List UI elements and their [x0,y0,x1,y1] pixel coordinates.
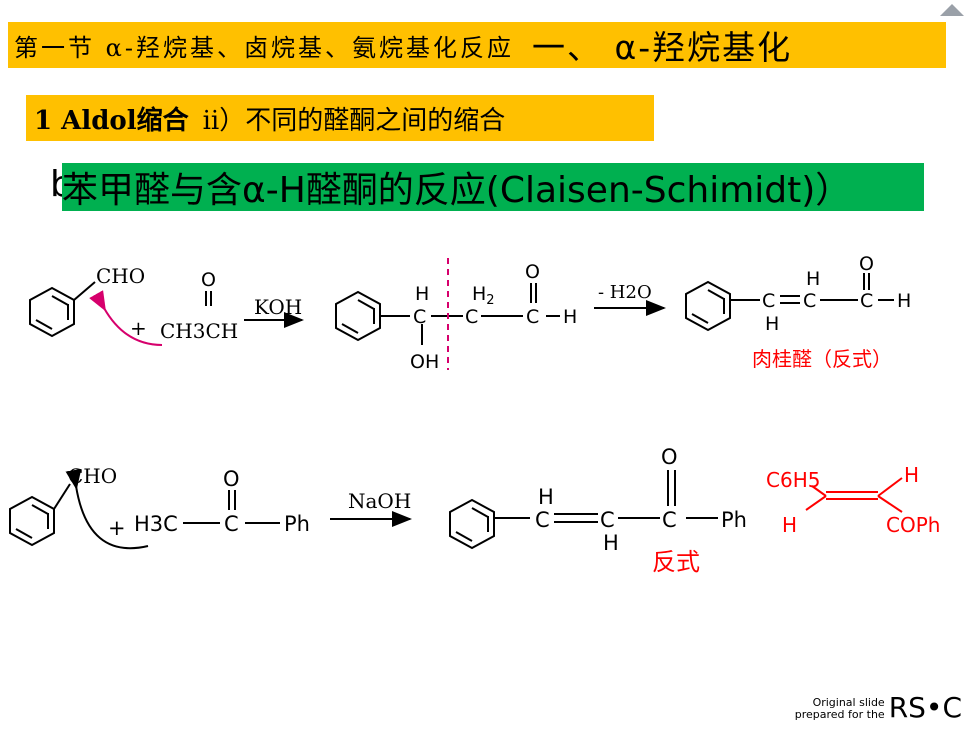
r2-prod-c1: C [535,508,550,532]
benzene-ring-1 [29,281,96,338]
r1-cho-label: CHO [96,264,145,288]
iso-c6h5: C6H5 [766,468,820,492]
r2-oxygen: O [223,467,240,491]
r1-mid-h: H [415,283,429,305]
r1-mid-ch2: H2 [472,283,495,308]
r1-catalyst: KOH [254,295,302,319]
subtitle-aldol: 1 Aldol缩合 [34,105,189,136]
r1-prod-c2: C [803,290,816,312]
title-band: 第一节 α-羟烷基、卤烷基、氨烷基化反应 一、 α-羟烷基化 [8,22,946,68]
r1-plus: + [130,316,147,340]
page-title: 第一节 α-羟烷基、卤烷基、氨烷基化反应 [14,33,514,62]
footer-line1: Original slide [812,696,885,709]
r2-phenyl: Ph [284,512,310,536]
r2-prod-c2: C [600,508,615,532]
r1-mid-c1: C [413,306,426,328]
r2-prod-c3: C [662,508,677,532]
r2-prod-o: O [661,445,678,469]
r1-prod-h-right: H [897,290,911,312]
r2-carbonyl-c: C [224,512,239,536]
footer-credit: Original slide prepared for the RS•C [794,691,962,724]
section-heading: 苯甲醛与含α-H醛酮的反应(Claisen-Schimidt)） [62,170,852,211]
iso-h-left: H [782,513,797,537]
r1-mid-o: O [525,261,540,283]
r1-dehydration: - H2O [598,282,652,303]
r2-prod-phenyl: Ph [721,508,747,532]
trans-label: 反式 [652,548,700,576]
r2-catalyst: NaOH [348,489,411,513]
r1-mid-h-ald: H [563,306,577,328]
iso-h-right: H [904,463,919,487]
benzene-ring-3 [685,280,760,332]
r2-prod-h-top: H [538,485,554,509]
cinnamaldehyde-label: 肉桂醛（反式） [752,347,892,371]
electron-arrow-2 [65,468,149,550]
r1-mid-c2: C [465,306,478,328]
subtitle-band: 1 Aldol缩合 ii）不同的醛酮之间的缩合 [26,95,654,141]
r2-prod-h-bottom: H [603,531,619,555]
r1-acetaldehyde: CH3CH [160,319,238,343]
r1-prod-c1: C [762,290,775,312]
rsc-logo: RS•C [888,691,962,724]
r1-prod-h-bottom: H [765,313,779,335]
r1-mid-oh: OH [410,351,439,373]
r2-cho-label: CHO [68,464,117,488]
r1-prod-c3: C [860,290,873,312]
benzene-ring-5 [449,498,530,550]
r1-prod-h-top: H [806,268,820,290]
r1-mid-c3: C [526,306,539,328]
iso-coph: COPh [886,513,940,537]
r1-prod-o: O [859,253,874,275]
scroll-up-icon[interactable] [940,4,964,16]
page-title-alt: 一、 α-羟烷基化 [531,28,793,67]
subtitle-text: ii）不同的醛酮之间的缩合 [202,105,506,136]
r1-oxygen: O [201,269,216,291]
footer-line2: prepared for the [794,708,885,721]
section-band: 苯甲醛与含α-H醛酮的反应(Claisen-Schimidt)） [62,163,924,211]
benzene-ring-4 [9,483,71,547]
r2-methyl: H3C [134,512,178,536]
electron-arrow-1 [89,290,163,346]
trans-isomer-sketch [805,477,903,513]
r2-plus: + [108,516,126,540]
benzene-ring-2 [335,290,410,342]
